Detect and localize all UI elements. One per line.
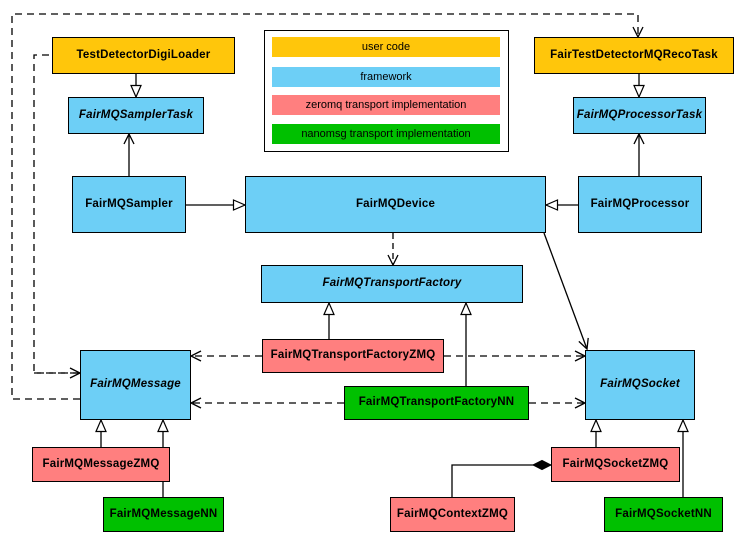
edge-device-socket	[543, 232, 589, 351]
class-box-fairmqsocket[interactable]: FairMQSocket	[585, 350, 695, 420]
class-box-fairmqsamplertask[interactable]: FairMQSamplerTask	[68, 97, 204, 134]
legend-item-zeromq: zeromq transport implementation	[272, 95, 500, 115]
legend-item-framework: framework	[272, 67, 500, 87]
class-box-fairtestdetectormqrecotask[interactable]: FairTestDetectorMQRecoTask	[534, 37, 734, 74]
class-box-fairmqmessagenn[interactable]: FairMQMessageNN	[103, 497, 224, 532]
class-box-fairmqtransportfactoryzmq[interactable]: FairMQTransportFactoryZMQ	[262, 339, 444, 373]
class-box-fairmqcontextzmq[interactable]: FairMQContextZMQ	[390, 497, 515, 532]
class-box-fairmqtransportfactorynn[interactable]: FairMQTransportFactoryNN	[344, 386, 529, 420]
class-box-testdetectordigiloader[interactable]: TestDetectorDigiLoader	[52, 37, 235, 74]
class-box-fairmqsampler[interactable]: FairMQSampler	[72, 176, 186, 233]
class-box-fairmqdevice[interactable]: FairMQDevice	[245, 176, 546, 233]
class-box-fairmqtransportfactory[interactable]: FairMQTransportFactory	[261, 265, 523, 303]
edge-contextzmq-socketzmq	[451, 465, 551, 497]
class-box-fairmqsocketzmq[interactable]: FairMQSocketZMQ	[551, 447, 680, 482]
class-box-fairmqmessage[interactable]: FairMQMessage	[80, 350, 191, 420]
legend-item-nanomsg: nanomsg transport implementation	[272, 124, 500, 144]
class-box-fairmqprocessor[interactable]: FairMQProcessor	[578, 176, 702, 233]
class-box-fairmqmessagezmq[interactable]: FairMQMessageZMQ	[32, 447, 170, 482]
class-box-fairmqsocketnn[interactable]: FairMQSocketNN	[604, 497, 723, 532]
legend-item-user-code: user code	[272, 37, 500, 57]
class-box-fairmqprocessortask[interactable]: FairMQProcessorTask	[573, 97, 706, 134]
